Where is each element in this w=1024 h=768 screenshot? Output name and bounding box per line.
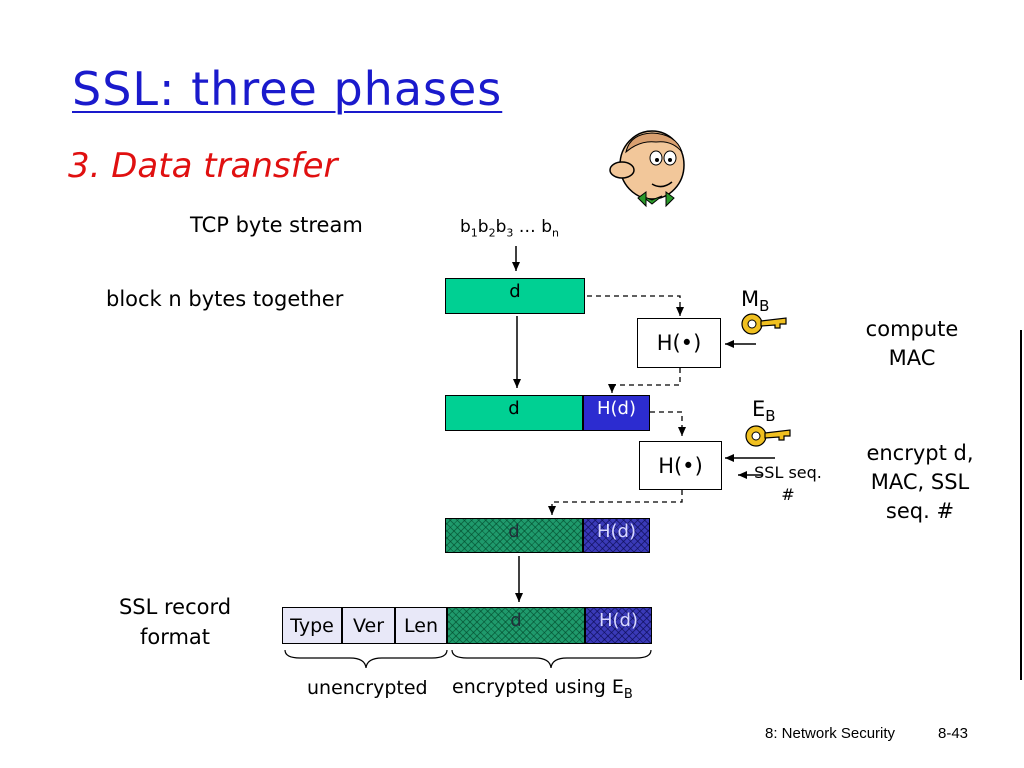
- ssl-record-format-label: SSL record format: [100, 592, 250, 652]
- unencrypted-label: unencrypted: [307, 677, 428, 699]
- ssl-seq-label: SSL seq. #: [748, 462, 828, 506]
- mac-block-hd: H(d): [583, 395, 650, 431]
- record-length-field: Len: [395, 607, 447, 644]
- footer-chapter: 8: Network Security: [765, 725, 895, 742]
- encrypted-using-label: encrypted using EB: [452, 676, 633, 702]
- record-encrypted-mac: H(d): [585, 607, 652, 644]
- byte-stream-notation: b1b2b3 … bn: [460, 217, 559, 239]
- encrypted-data-block: d: [445, 518, 583, 553]
- data-block-d: d: [445, 278, 585, 314]
- hash-function-box-mac: H(•): [637, 318, 721, 368]
- data-block-d-row2: d: [445, 395, 583, 431]
- block-label: block n bytes together: [106, 287, 343, 311]
- compute-mac-label: compute MAC: [852, 315, 972, 373]
- record-type-field: Type: [282, 607, 342, 644]
- hash-function-box-encrypt: H(•): [639, 441, 722, 490]
- encryption-key-label: EB: [752, 397, 776, 425]
- footer-page-number: 8-43: [938, 725, 968, 742]
- record-encrypted-data: d: [447, 607, 585, 644]
- encrypted-mac-block: H(d): [583, 518, 650, 553]
- mac-key-label: MB: [741, 287, 769, 315]
- tcp-byte-stream-label: TCP byte stream: [190, 213, 363, 237]
- encrypt-label: encrypt d, MAC, SSL seq. #: [850, 439, 990, 526]
- record-version-field: Ver: [342, 607, 395, 644]
